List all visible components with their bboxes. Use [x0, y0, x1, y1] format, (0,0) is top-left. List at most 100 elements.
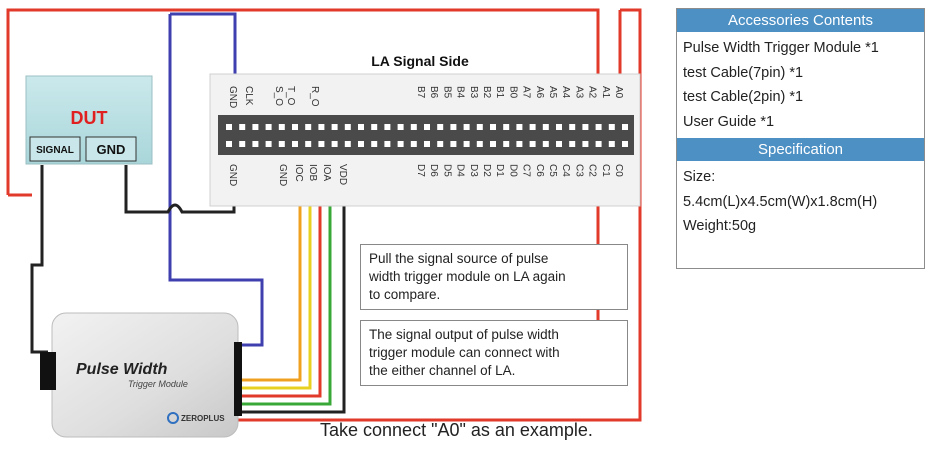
- pin-hole: [305, 124, 312, 130]
- pin-label: D5: [441, 164, 452, 177]
- pin-hole: [595, 141, 602, 147]
- pin-hole: [318, 124, 325, 130]
- pin-hole: [226, 124, 232, 130]
- pin-hole: [344, 124, 351, 130]
- pin-label: B5: [441, 86, 452, 99]
- pin-hole: [608, 124, 615, 130]
- pin-hole: [463, 141, 470, 147]
- pin-hole: [529, 141, 536, 147]
- pin-label: C1: [600, 164, 611, 177]
- pin-label: B6: [428, 86, 439, 99]
- pin-hole: [556, 141, 562, 147]
- pin-hole: [371, 141, 378, 147]
- pin-label: A3: [573, 86, 584, 99]
- pin-hole: [278, 124, 285, 130]
- pin-hole: [569, 124, 576, 130]
- module-subtitle: Trigger Module: [128, 379, 188, 389]
- pin-hole: [542, 124, 549, 130]
- pin-label: D2: [481, 164, 492, 177]
- pin-label: C3: [573, 164, 584, 177]
- pin-label: D3: [468, 164, 479, 177]
- pin-hole: [239, 124, 246, 130]
- pin-label: IOC: [293, 164, 304, 182]
- pin-hole: [358, 124, 364, 130]
- pin-hole: [252, 124, 259, 130]
- pin-hole: [622, 124, 628, 130]
- accessory-item: test Cable(2pin) *1: [683, 89, 804, 105]
- pin-label: A5: [547, 86, 558, 99]
- dut-signal-label: SIGNAL: [36, 145, 74, 156]
- black-wire-gnd: [124, 165, 236, 214]
- pin-label: B3: [468, 86, 479, 99]
- pin-hole: [397, 141, 404, 147]
- pin-hole: [582, 141, 589, 147]
- pin-label: C2: [587, 164, 598, 177]
- pin-label: T_O: [285, 86, 296, 106]
- pin-labels-bottom: C0C1C2C3C4C5C6C7D0D1D2D3D4D5D6D7VDDIOAIO…: [227, 164, 624, 186]
- pin-label: D1: [494, 164, 505, 177]
- module-title: Pulse Width: [76, 361, 168, 378]
- pin-hole: [516, 141, 523, 147]
- pin-label: C0: [613, 164, 624, 177]
- pin-label: D6: [428, 164, 439, 177]
- pin-hole: [305, 141, 312, 147]
- pin-hole: [437, 141, 444, 147]
- pin-hole: [476, 124, 483, 130]
- pin-label: GND: [227, 164, 238, 186]
- pin-label: B2: [481, 86, 492, 99]
- pin-hole: [556, 124, 562, 130]
- pin-hole: [397, 124, 404, 130]
- note-output-line-2: trigger module can connect with: [369, 345, 560, 360]
- dut-gnd-label: GND: [97, 142, 126, 157]
- note-compare-line-1: Pull the signal source of pulse: [369, 251, 549, 266]
- pin-label: C6: [534, 164, 545, 177]
- pin-hole: [490, 141, 496, 147]
- red-wire-ioa: [240, 205, 322, 398]
- orange-wire: [240, 205, 302, 382]
- note-output-line-1: The signal output of pulse width: [369, 327, 559, 342]
- pin-hole: [318, 141, 325, 147]
- pin-hole: [529, 124, 536, 130]
- pin-hole: [344, 141, 351, 147]
- pin-label: S_O: [273, 86, 284, 106]
- dut-label: DUT: [71, 108, 108, 128]
- la-title: LA Signal Side: [371, 53, 469, 69]
- pin-label: D4: [455, 164, 466, 177]
- pin-hole: [463, 124, 470, 130]
- pin-hole: [503, 124, 510, 130]
- pin-hole: [450, 141, 457, 147]
- pin-label: D0: [507, 164, 518, 177]
- pin-hole: [503, 141, 510, 147]
- pin-label: A4: [560, 86, 571, 99]
- black-wire-signal: [30, 165, 48, 354]
- pin-hole: [292, 124, 298, 130]
- dut-board: DUT SIGNAL GND: [25, 75, 153, 165]
- pin-label: D7: [415, 164, 426, 177]
- zeroplus-logo-icon: [167, 412, 179, 424]
- pin-hole: [252, 141, 259, 147]
- accessories-panel: Accessories Contents Pulse Width Trigger…: [676, 8, 925, 269]
- pin-holes: [226, 124, 628, 147]
- green-wire: [240, 205, 332, 406]
- pin-hole: [542, 141, 549, 147]
- pin-label: B7: [415, 86, 426, 99]
- pulse-width-module: Pulse Width Trigger Module ZEROPLUS: [40, 312, 242, 438]
- pin-hole: [239, 141, 246, 147]
- pin-label: IOB: [307, 164, 318, 182]
- spec-item: Weight:50g: [683, 218, 757, 234]
- pin-label: CLK: [243, 86, 254, 106]
- accessories-header: Accessories Contents: [677, 9, 924, 32]
- pin-label: IOA: [321, 164, 332, 182]
- specification-header: Specification: [677, 138, 924, 161]
- accessory-item: User Guide *1: [683, 113, 775, 130]
- pin-label: A7: [521, 86, 532, 99]
- pin-hole: [410, 124, 417, 130]
- pin-label: R_O: [309, 86, 320, 107]
- pin-hole: [516, 124, 523, 130]
- pin-label: C7: [521, 164, 532, 177]
- pin-hole: [331, 141, 338, 147]
- module-brand: ZEROPLUS: [181, 414, 225, 423]
- spec-item: 5.4cm(L)x4.5cm(W)x1.8cm(H): [683, 193, 878, 210]
- pin-label: A1: [600, 86, 611, 99]
- pin-hole: [331, 124, 338, 130]
